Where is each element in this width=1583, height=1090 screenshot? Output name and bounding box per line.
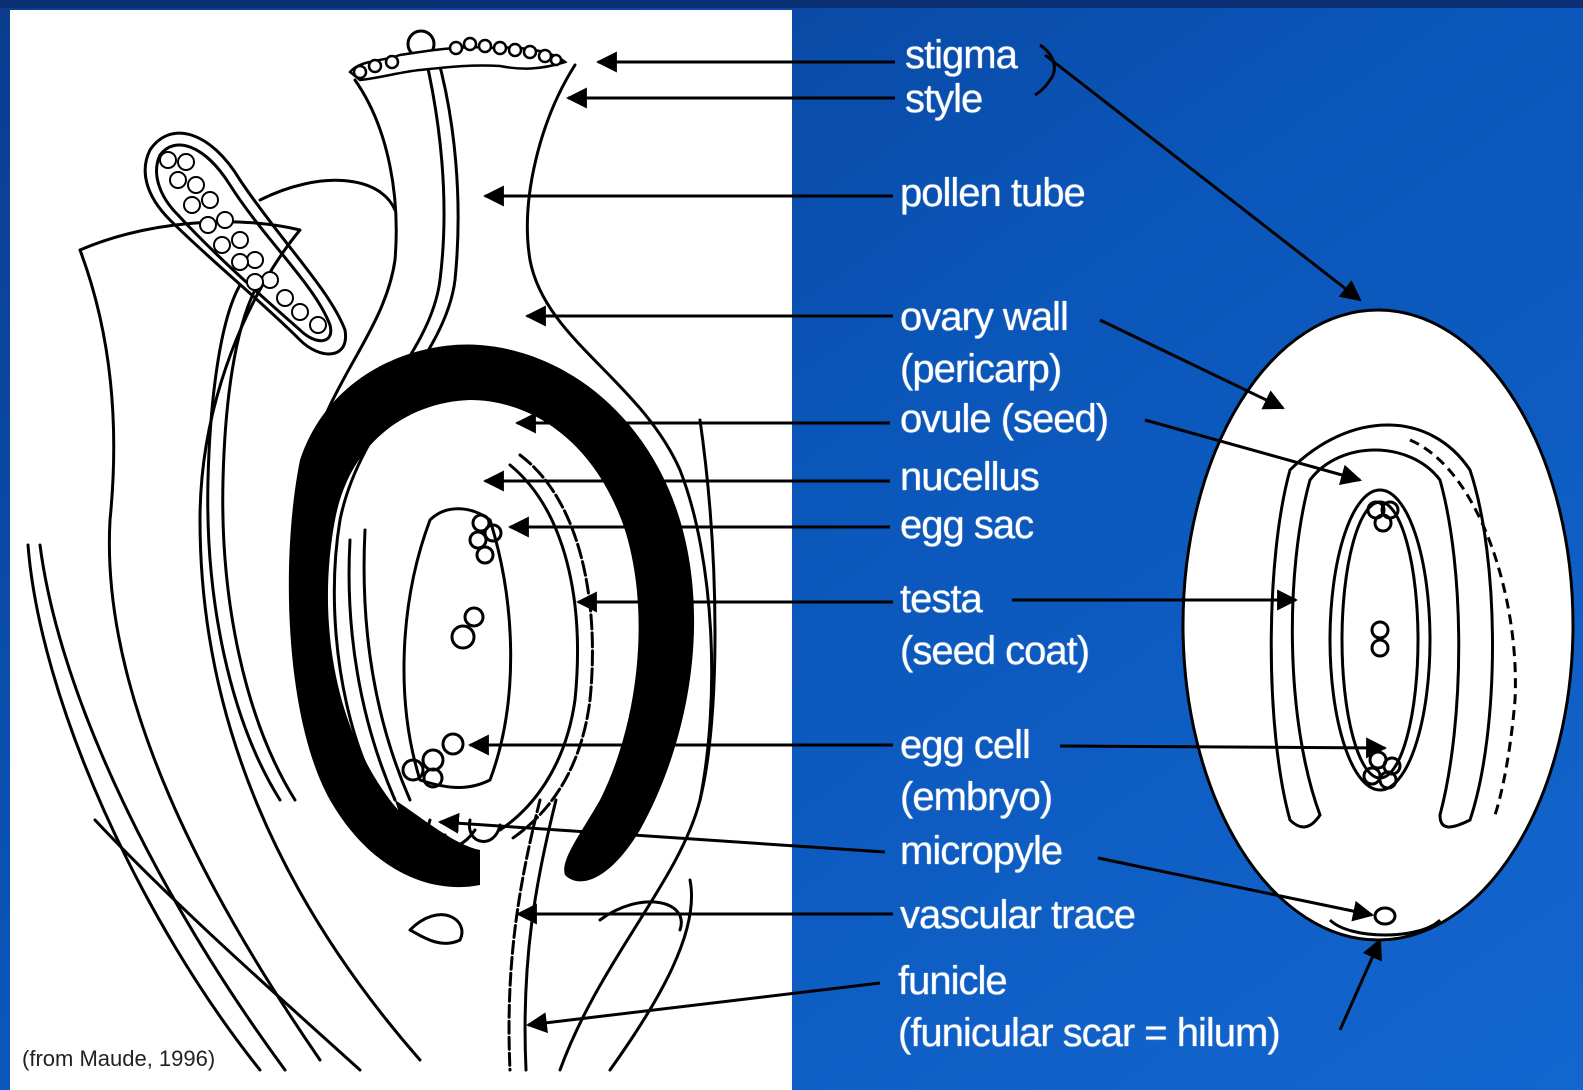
label-embryo: (embryo) — [900, 772, 1052, 822]
polar-nucleus-1 — [465, 608, 483, 626]
filament-2 — [223, 290, 295, 800]
arrow-egg-cell-seed — [1060, 746, 1385, 748]
label-ovary-wall: ovary wall — [900, 292, 1068, 342]
label-testa: testa — [900, 574, 982, 624]
label-stigma: stigma — [905, 30, 1017, 80]
source-credit: (from Maude, 1996) — [22, 1046, 215, 1072]
arrow-micropyle — [440, 822, 885, 852]
arrow-funicle — [528, 983, 880, 1025]
label-egg-sac: egg sac — [900, 500, 1033, 550]
outer-petal-left-inner — [80, 250, 320, 1060]
arrow-pericarp-seed — [1100, 320, 1283, 408]
label-funicular-scar: (funicular scar = hilum) — [898, 1008, 1280, 1058]
sepal-curl — [410, 915, 462, 944]
label-egg-cell: egg cell — [900, 720, 1030, 770]
label-ovule: ovule (seed) — [900, 394, 1108, 444]
label-funicle: funicle — [898, 956, 1007, 1006]
egg-cell-circle-3 — [470, 532, 486, 548]
polar-nucleus-2 — [452, 626, 474, 648]
label-style: style — [905, 74, 982, 124]
antipodal-1 — [443, 734, 463, 754]
seed-outline — [1183, 310, 1573, 940]
petal-left-edge-2 — [40, 545, 285, 1070]
label-seed-coat: (seed coat) — [900, 626, 1089, 676]
arrow-hilum-seed — [1340, 940, 1380, 1030]
stigma-style-bracket — [1035, 45, 1054, 95]
petal-hood — [260, 180, 395, 210]
egg-cell-circle-4 — [477, 547, 493, 563]
sepal-lower-left — [95, 820, 360, 1070]
antipodal-2 — [423, 750, 443, 770]
petal-left-edge — [28, 545, 260, 1070]
label-micropyle: micropyle — [900, 826, 1062, 876]
label-pollen-tube: pollen tube — [900, 168, 1085, 218]
arrow-stigma-style-seed — [1045, 55, 1360, 300]
label-vascular-trace: vascular trace — [900, 890, 1135, 940]
testa-outer — [510, 455, 592, 840]
antipodal-3 — [403, 760, 423, 780]
label-nucellus: nucellus — [900, 452, 1039, 502]
label-pericarp: (pericarp) — [900, 344, 1061, 394]
filament — [208, 285, 280, 800]
